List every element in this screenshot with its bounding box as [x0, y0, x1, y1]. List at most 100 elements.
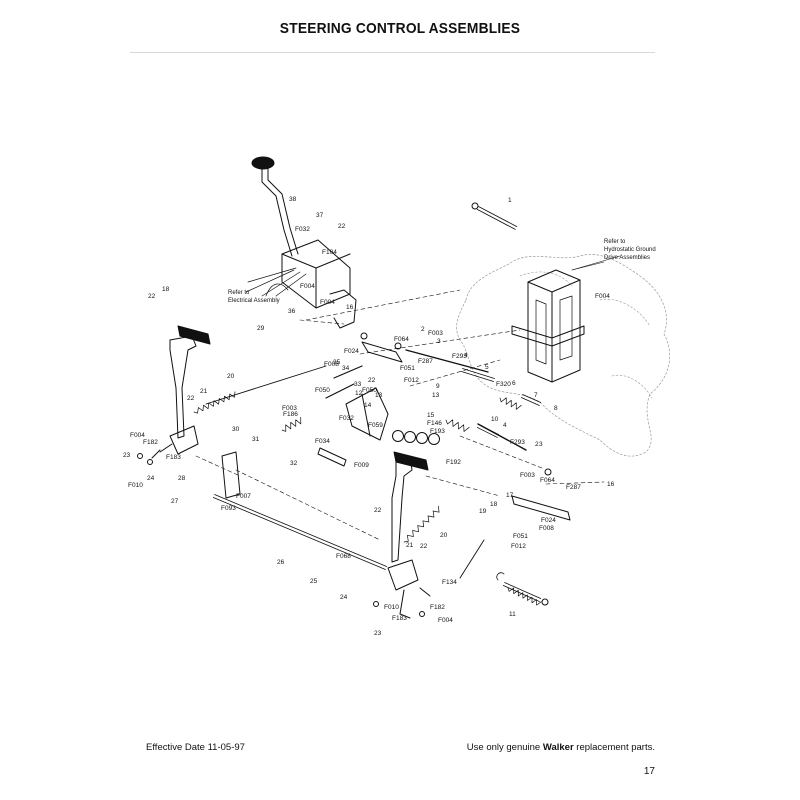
callout-label: F009: [354, 462, 369, 469]
callout-label: 33: [354, 381, 362, 388]
ball-joint: [394, 342, 402, 350]
hydro-note-line2: Hydrostatic Ground: [604, 247, 656, 253]
callout-label: F064: [540, 477, 555, 484]
electrical-note-line2: Electrical Assembly: [228, 298, 280, 304]
rear-bracket-27: [221, 451, 241, 499]
callout-label: F003: [520, 472, 535, 479]
tie-rod-11: [502, 582, 542, 602]
washer: [137, 453, 143, 459]
rod-sleeve-10: [476, 424, 500, 438]
callout-label: F010: [128, 482, 143, 489]
leader-line: [571, 261, 605, 271]
centerline: [425, 475, 501, 497]
callout-label: F034: [315, 438, 330, 445]
callout-label: F012: [511, 543, 526, 550]
callout-label: 4: [464, 352, 468, 359]
callout-label: 23: [374, 630, 382, 637]
callout-label: 12: [355, 390, 363, 397]
linkage-arm-35: [325, 365, 363, 399]
hydro-note-line3: Drive Assemblies: [604, 255, 650, 261]
callout-label: F186: [283, 411, 298, 418]
centerline: [305, 289, 461, 321]
callout-label: F093: [221, 505, 236, 512]
callout-label: F192: [446, 459, 461, 466]
callout-label: F104: [322, 249, 337, 256]
washer: [147, 459, 153, 465]
callout-label: 22: [368, 377, 376, 384]
callout-label: 5: [485, 364, 489, 371]
callout-label: 37: [316, 212, 324, 219]
callout-label: F182: [430, 604, 445, 611]
callout-label: 22: [338, 223, 346, 230]
console-bracket-tab: [329, 289, 357, 329]
ball-joint: [360, 332, 368, 340]
callout-label: 22: [420, 543, 428, 550]
callout-label: F183: [392, 615, 407, 622]
callout-label: F024: [541, 517, 556, 524]
centerline: [545, 481, 605, 485]
drive-mount-plate: [511, 325, 585, 347]
callout-label: 13: [375, 392, 383, 399]
callout-label: F287: [418, 358, 433, 365]
washer-stack: [392, 430, 404, 442]
callout-label: F134: [442, 579, 457, 586]
callout-label: F050: [362, 387, 377, 394]
callout-label: 23: [123, 452, 131, 459]
drive-mount-slots: [535, 295, 573, 365]
callout-label: 21: [200, 388, 208, 395]
shift-lever: [261, 167, 299, 257]
centerline: [235, 469, 381, 541]
callout-label: 2: [421, 326, 425, 333]
callout-label: 20: [227, 373, 235, 380]
callout-label: 11: [509, 611, 516, 618]
washer-stack: [416, 432, 428, 444]
tie-rod-1: [476, 206, 518, 230]
callout-label: 35: [333, 359, 341, 366]
callout-label: 3: [437, 338, 441, 345]
callout-label: 15: [427, 412, 435, 419]
callout-label: F050: [315, 387, 330, 394]
callout-label: 8: [554, 405, 558, 412]
title-divider: [130, 52, 655, 53]
centerline: [409, 359, 501, 387]
bushing-7: [520, 394, 542, 406]
callout-label: F004: [300, 283, 315, 290]
callout-label: 18: [162, 286, 170, 293]
callout-label: F051: [513, 533, 528, 540]
left-lever-hub: [151, 425, 199, 459]
callout-label: 1: [508, 197, 512, 204]
right-lever-hub: [387, 559, 431, 619]
lever-knob: [251, 156, 275, 170]
washer-stack: [428, 433, 440, 445]
callout-label: F004: [595, 293, 610, 300]
page-title: STEERING CONTROL ASSEMBLIES: [279, 20, 521, 37]
callout-label: F008: [539, 525, 554, 532]
callout-label: 7: [534, 392, 538, 399]
callout-label: F059: [368, 422, 383, 429]
callout-label: F032: [339, 415, 354, 422]
callout-label: 9: [436, 383, 440, 390]
wire-loop: [265, 283, 289, 297]
callout-label: 22: [187, 395, 195, 402]
rod-hook: [496, 572, 505, 581]
callout-label: F193: [430, 428, 445, 435]
callout-label: F287: [566, 484, 581, 491]
centerline: [459, 435, 543, 469]
callout-label: F004: [438, 617, 453, 624]
callout-label: F032: [295, 226, 310, 233]
electrical-wire-leads: [245, 267, 307, 297]
callout-label: 27: [171, 498, 179, 505]
callout-label: F183: [166, 454, 181, 461]
cross-shaft-26: [212, 494, 388, 570]
electrical-note-line1: Refer to: [228, 290, 250, 296]
callout-label: 28: [178, 475, 186, 482]
right-lever-grip: [393, 451, 429, 471]
callout-label: 19: [479, 508, 487, 515]
linkage-plate-f034: [317, 447, 347, 467]
callout-label: 26: [277, 559, 285, 566]
callout-label: F293: [510, 439, 525, 446]
footer-notice: Use only genuine Walker replacement part…: [467, 742, 655, 753]
spring-20: [193, 391, 236, 414]
hydro-note-line1: Refer to: [604, 239, 626, 245]
bellcrank-assembly: [345, 387, 389, 441]
